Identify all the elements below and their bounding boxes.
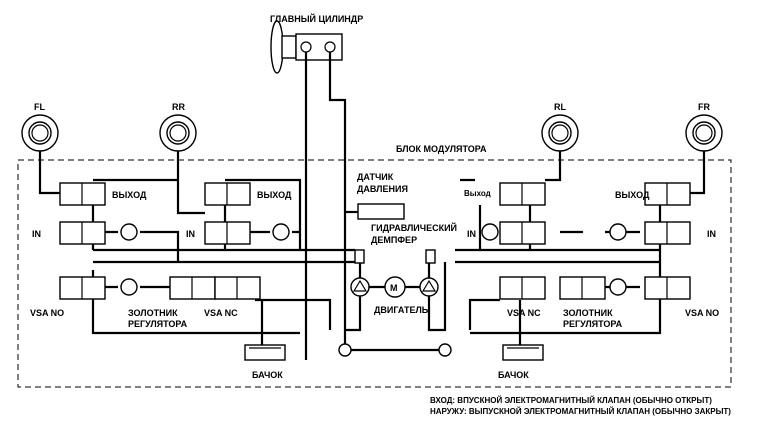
check-valve-fl: [120, 223, 138, 241]
check-valve-rl: [481, 223, 499, 241]
fr-pipe: [690, 151, 706, 195]
pressure-sensor-label-1: ДАТЧИК: [357, 172, 394, 182]
right-main-lines: [455, 178, 660, 264]
valve-left-spool: [169, 276, 216, 300]
valve-fl-in: [59, 221, 106, 245]
regulator-spool-right-label-2: РЕГУЛЯТОРА: [563, 319, 623, 329]
in-fl-label: IN: [32, 229, 41, 239]
wheel-rl: [541, 114, 579, 152]
check-valve-rr: [272, 223, 290, 241]
right-lower-loop: [470, 205, 662, 335]
vsa-nc-right-label: VSA NC: [507, 308, 541, 318]
reservoir-right-label: БАЧОК: [498, 370, 529, 380]
valve-left-vsa-nc: [214, 276, 261, 300]
wheel-fr: [685, 114, 723, 152]
wheel-rr-label: RR: [172, 102, 185, 112]
master-cylinder-label: ГЛАВНЫЙ ЦИЛИНДР: [270, 13, 363, 24]
regulator-spool-left-label-1: ЗОЛОТНИК: [128, 308, 178, 318]
damper-left: [354, 249, 365, 264]
check-valve-bottom-right: [438, 343, 452, 357]
motor-label: ДВИГАТЕЛЬ: [374, 305, 429, 315]
check-valve-fl-vsa: [120, 278, 138, 296]
vsa-nc-left-label: VSA NC: [204, 308, 238, 318]
master-cylinder: [270, 20, 343, 74]
motor: M: [384, 276, 406, 298]
valve-fl-out: [59, 182, 106, 206]
valve-rl-out: [499, 182, 546, 206]
pump-left: [350, 277, 370, 297]
out-fr-label: ВЫХОД: [615, 190, 650, 200]
wheel-rl-label: RL: [554, 102, 566, 112]
legend-line-2: НАРУЖУ: ВЫПУСКНОЙ ЭЛЕКТРОМАГНИТНЫЙ КЛАПА…: [430, 407, 731, 416]
check-valve-bottom-left: [338, 343, 352, 357]
hydraulic-damper-label-1: ГИДРАВЛИЧЕСКИЙ: [371, 222, 457, 233]
vsa-no-right-label: VSA NO: [685, 308, 719, 318]
in-rl-label: IN: [467, 229, 476, 239]
vsa-no-left-label: VSA NO: [30, 308, 64, 318]
legend-line-1: ВХОД: ВПУСКНОЙ ЭЛЕКТРОМАГНИТНЫЙ КЛАПАН (…: [430, 396, 712, 405]
left-nc-line: [255, 298, 332, 330]
wheel-fl: [21, 114, 59, 152]
fl-pipe: [38, 151, 60, 195]
pressure-sensor-box: [357, 203, 405, 220]
in-fr-label: IN: [707, 229, 716, 239]
master-cylinder-line: [304, 52, 347, 360]
valve-fr-in: [644, 221, 691, 245]
valve-fr-out: [644, 182, 691, 206]
reservoir-right: [502, 344, 544, 361]
wheel-fr-label: FR: [698, 102, 710, 112]
valve-right-vsa-nc: [499, 276, 546, 300]
rr-pipe: [176, 151, 205, 215]
valve-rr-out: [204, 182, 251, 206]
hydraulic-damper-label-2: ДЕМПФЕР: [371, 235, 417, 245]
regulator-spool-left-label-2: РЕГУЛЯТОРА: [128, 319, 188, 329]
rl-pipe: [545, 151, 562, 182]
reservoir-left-label: БАЧОК: [252, 370, 283, 380]
valve-fl-vsa-no: [59, 276, 106, 300]
check-valve-fr: [609, 223, 627, 241]
valve-rl-in: [499, 221, 546, 245]
in-rr-label: IN: [186, 229, 195, 239]
reservoir-left: [244, 344, 286, 361]
damper-right: [425, 249, 436, 264]
pump-right: [419, 277, 439, 297]
valve-right-spool: [559, 276, 606, 300]
check-valve-fr-vsa: [609, 278, 627, 296]
valve-rr-in: [204, 221, 251, 245]
motor-symbol: M: [390, 283, 398, 293]
left-main-lines: [93, 248, 355, 264]
regulator-spool-right-label-1: ЗОЛОТНИК: [563, 308, 613, 318]
wheel-rr: [159, 114, 197, 152]
out-rr-label: ВЫХОД: [257, 190, 292, 200]
centre-return-line: [343, 335, 447, 352]
pump-lines: [345, 262, 447, 332]
pressure-sensor-label-2: ДАВЛЕНИЯ: [357, 184, 408, 194]
modulator-block-label: БЛОК МОДУЛЯТОРА: [396, 144, 487, 154]
out-rl-label: Выход: [464, 189, 491, 198]
valve-fr-vsa-no: [644, 276, 691, 300]
wheel-fl-label: FL: [34, 102, 45, 112]
out-fl-label: ВЫХОД: [112, 190, 147, 200]
